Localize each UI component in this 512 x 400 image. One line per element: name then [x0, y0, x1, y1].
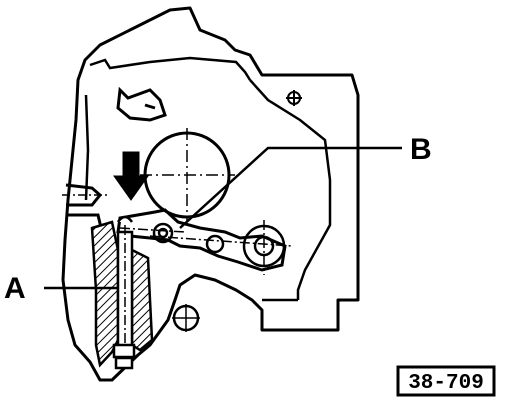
- label-b: B: [410, 133, 432, 166]
- housing-inner-contour: [84, 56, 332, 302]
- hatched-section: [90, 220, 154, 368]
- top-right-bolt-icon: [286, 90, 302, 106]
- leader-lines: [44, 146, 402, 290]
- upper-boss: [116, 86, 167, 122]
- rocker-lever: [116, 208, 287, 272]
- housing-outline: [61, 6, 360, 382]
- lever-pivot-mid: [205, 234, 225, 254]
- figure-code-box: 38-709: [396, 365, 496, 397]
- press-arrow-icon: [113, 151, 149, 201]
- label-a: A: [4, 272, 26, 305]
- valve-stem: [112, 215, 136, 370]
- bore-centerlines: [140, 128, 235, 222]
- figure-code: 38-709: [408, 372, 484, 395]
- lower-bolt-icon: [172, 304, 200, 332]
- lever-centerline: [119, 220, 293, 275]
